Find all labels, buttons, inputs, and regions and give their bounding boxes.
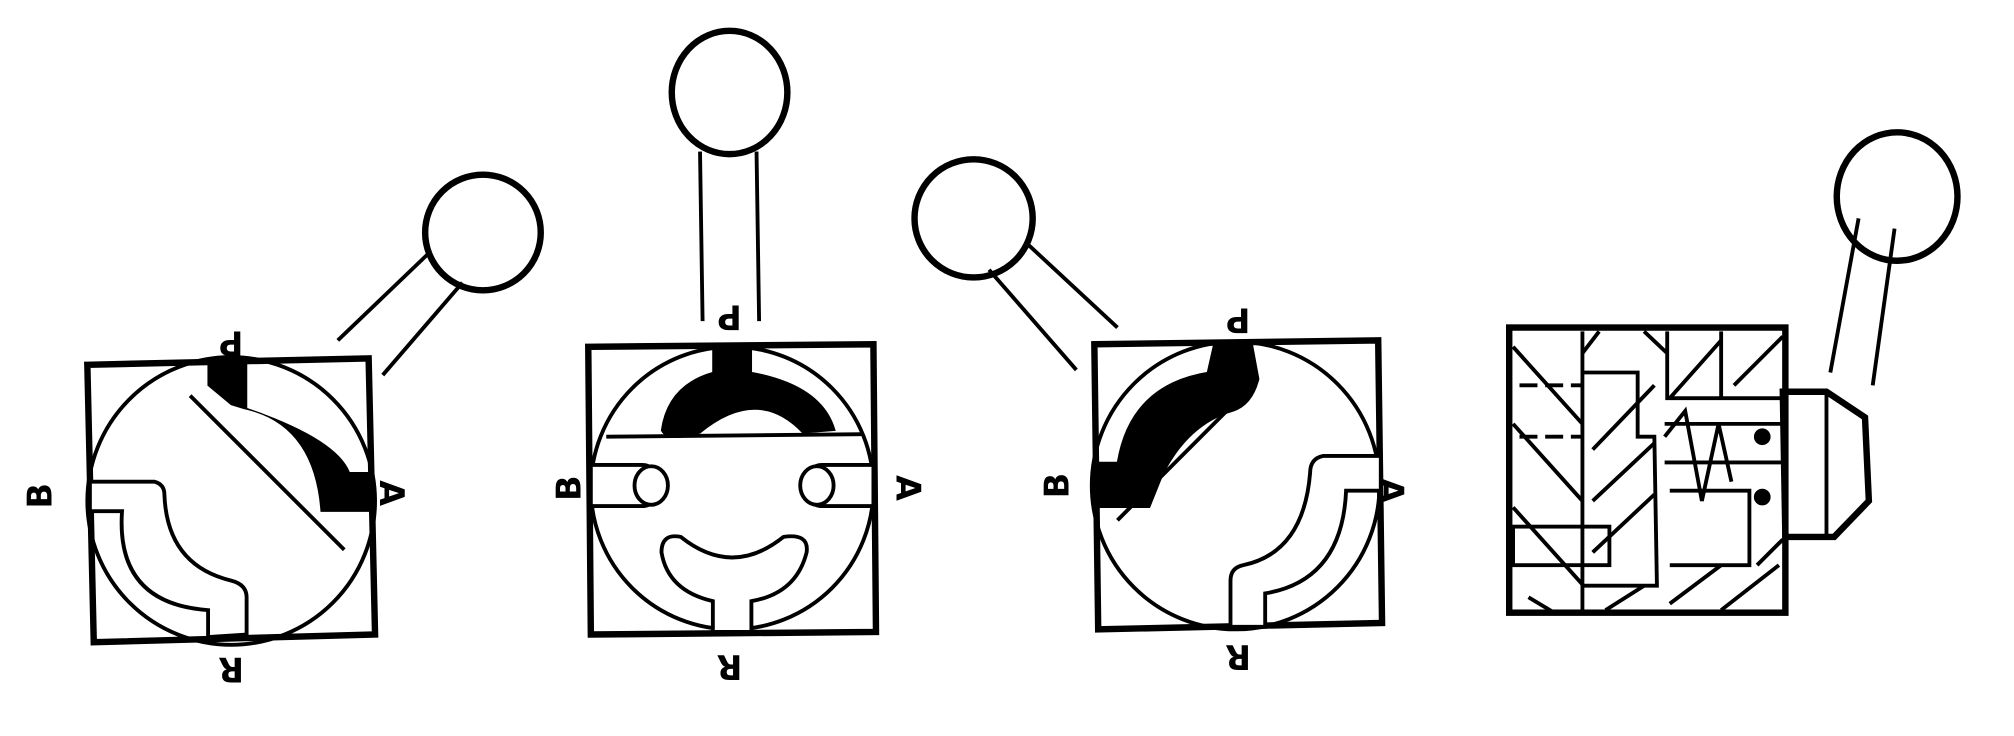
lever-handle [336,171,544,377]
port-label-a: A [889,475,928,501]
pressure-passage [660,346,836,439]
lever-ball [668,27,791,158]
valve-position-3: P A B R [911,156,1410,676]
port-label-b: B [1038,473,1077,498]
port-label-a: A [372,480,411,506]
valve-body [585,340,880,638]
pressure-passage [1093,343,1260,509]
lever-ball [911,156,1036,281]
lever-handle [668,27,791,322]
port-label-p: P [219,323,243,362]
port-label-r: R [1225,637,1251,676]
exhaust-passage [659,534,809,634]
lever-handle [911,156,1119,372]
seal-ring-bottom [1753,488,1771,506]
port-label-r: R [218,650,244,689]
valve-body [84,355,379,646]
pressure-passage [207,360,374,512]
valve-position-1: P A B R [20,171,544,689]
spring [1663,406,1734,502]
valve-position-2: P A B R [550,27,928,686]
port-label-b: B [550,475,589,500]
lever-ball [421,171,544,294]
valve-body [1091,337,1386,633]
valve-body-section [1506,324,1789,616]
lever-ball [1833,129,1961,264]
lever-handle [1828,129,1961,386]
port-label-a: A [1371,478,1410,504]
port-label-b: B [20,483,59,508]
port-label-p: P [1226,300,1250,339]
port-label-p: P [717,298,741,337]
valve-cross-section [1506,129,1961,616]
port-label-r: R [716,647,742,686]
exhaust-passage [1228,454,1383,629]
seal-ring-top [1753,428,1771,446]
exhaust-passage [87,479,249,640]
rotor [85,355,377,647]
